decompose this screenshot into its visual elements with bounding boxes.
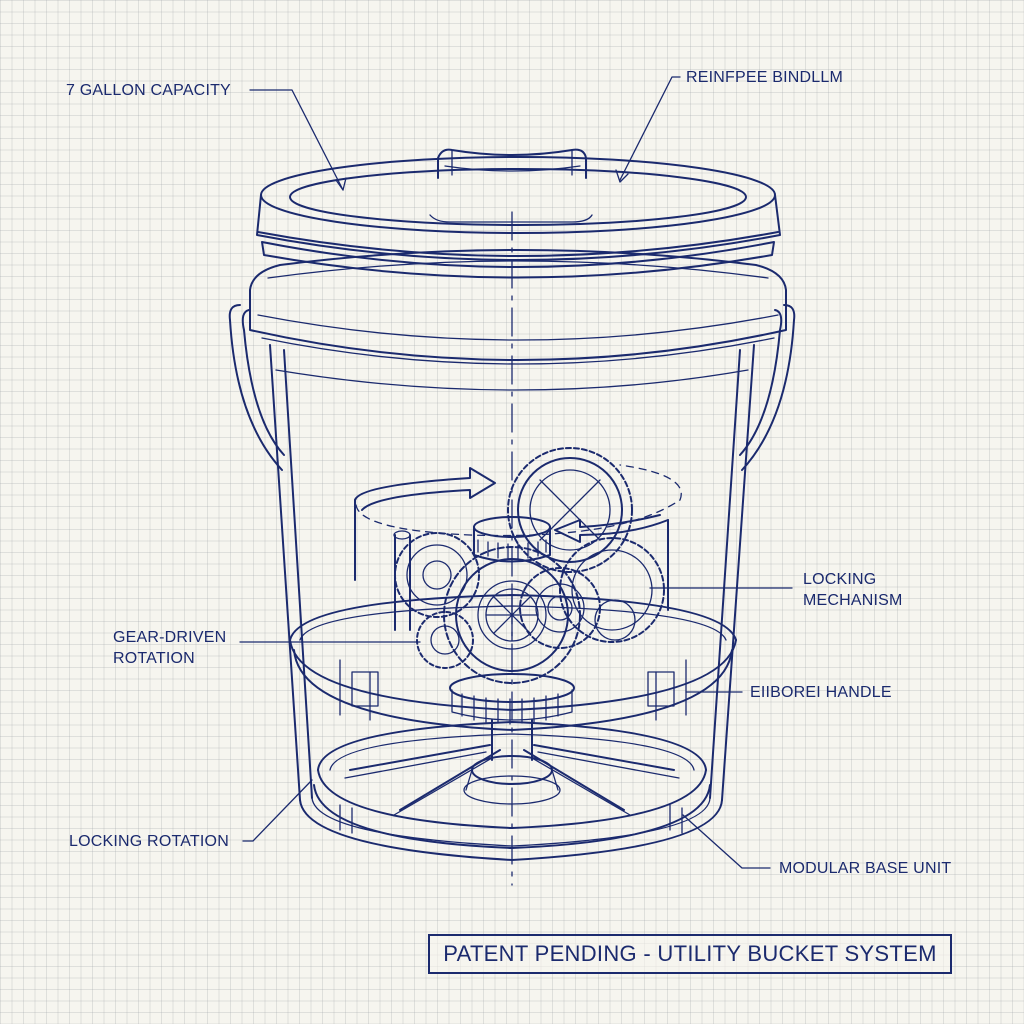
label-locking-rotation: LOCKING ROTATION (69, 833, 229, 850)
label-modular-base-unit: MODULAR BASE UNIT (779, 860, 952, 877)
bail-handle (228, 304, 796, 471)
rotating-platform (289, 594, 737, 731)
label-locking-mechanism: LOCKING MECHANISM (803, 571, 903, 609)
label-7-gallon-capacity: 7 GALLON CAPACITY (66, 82, 231, 99)
bucket-rim (249, 249, 787, 365)
gear-assembly (393, 447, 665, 684)
title-block-text: PATENT PENDING - UTILITY BUCKET SYSTEM (443, 941, 937, 966)
label-reinforced-handle: REINFPEE BINDLLM (686, 69, 844, 86)
label-handle: EIIBOREI HANDLE (750, 684, 892, 701)
bucket-body (269, 344, 755, 861)
label-gear-driven-rotation: GEAR-DRIVEN ROTATION (113, 629, 227, 667)
leader-lines (239, 76, 793, 869)
bucket-lid (256, 148, 781, 279)
title-block: PATENT PENDING - UTILITY BUCKET SYSTEM (428, 934, 952, 974)
modular-base (313, 719, 711, 849)
